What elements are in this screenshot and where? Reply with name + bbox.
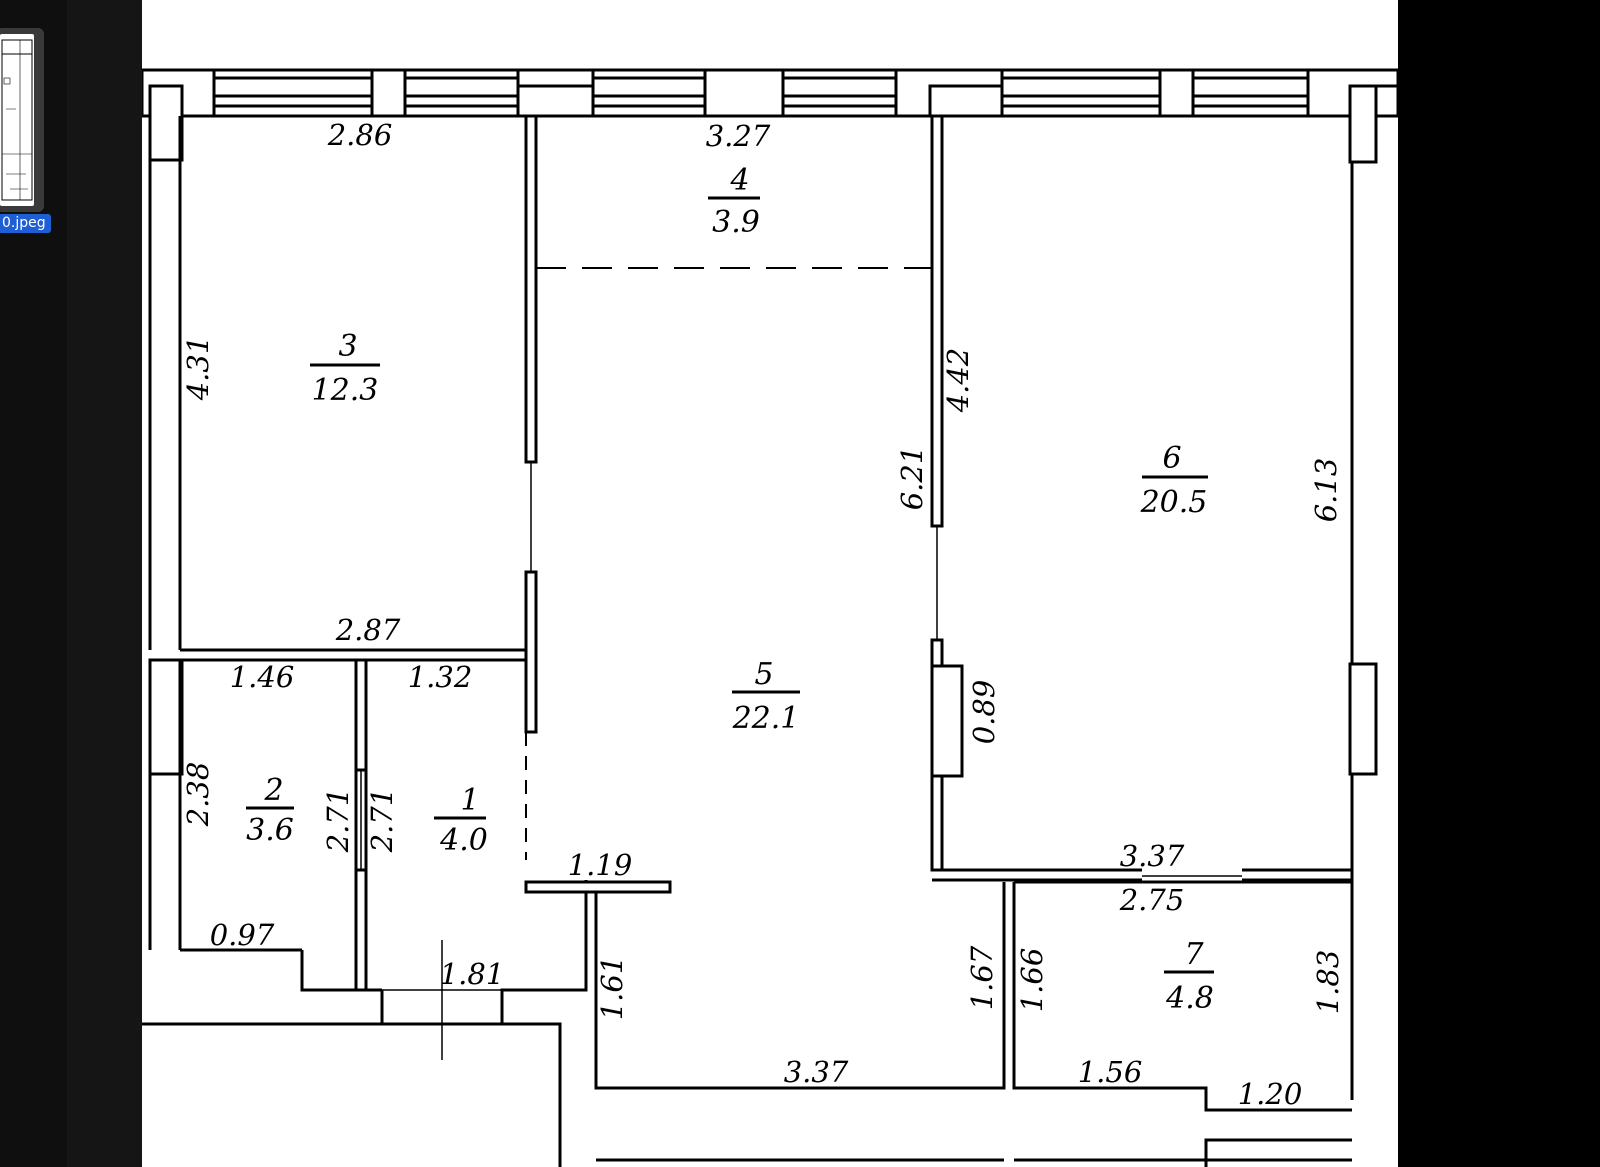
dimension-label: 1.46 <box>230 660 295 694</box>
room-number: 7 <box>1184 937 1204 972</box>
dimension-label: 1.61 <box>595 956 629 1021</box>
room-area: 3.6 <box>246 813 294 848</box>
dimension-label: 1.66 <box>1015 948 1049 1013</box>
room-label-6: 6 20.5 <box>1140 441 1208 520</box>
dimension-label: 1.56 <box>1078 1055 1143 1089</box>
dimension-label: 2.38 <box>181 762 215 828</box>
room-number: 4 <box>729 163 749 198</box>
file-thumbnail[interactable] <box>0 28 44 212</box>
room-number: 5 <box>754 657 773 692</box>
dimension-label: 2.71 <box>365 788 399 854</box>
dimension-label: 2.86 <box>327 118 393 152</box>
dimension-label: 1.32 <box>408 660 473 694</box>
room-label-2: 2 3.6 <box>246 773 294 848</box>
file-name-label[interactable]: 0.jpeg <box>0 214 51 233</box>
dimension-label: 3.37 <box>1120 839 1185 873</box>
dimension-label: 1.81 <box>440 957 505 991</box>
dimension-label: 6.13 <box>1309 458 1343 523</box>
thumbnail-image <box>0 34 34 206</box>
dimension-label: 6.21 <box>895 446 929 511</box>
room-area: 20.5 <box>1140 485 1208 520</box>
dimension-label: 2.87 <box>335 613 401 647</box>
dimension-label: 3.37 <box>784 1055 849 1089</box>
dimension-label: 2.71 <box>321 788 355 854</box>
viewer-sidebar: 0.jpeg <box>0 0 142 1167</box>
room-number: 3 <box>338 329 357 364</box>
dimension-label: 3.27 <box>706 119 771 153</box>
dimension-label: 1.19 <box>568 848 633 882</box>
dimension-label: 1.67 <box>965 945 999 1010</box>
room-number: 1 <box>460 783 479 818</box>
floorplan-drawing: 1 4.0 2 3.6 3 12.3 4 3.9 5 22.1 6 20.5 <box>142 68 1398 1167</box>
room-area: 12.3 <box>312 373 379 408</box>
sidebar-strip <box>67 0 142 1167</box>
dimension-label: 4.42 <box>941 348 975 414</box>
room-label-4: 4 3.9 <box>708 163 760 240</box>
room-area: 4.8 <box>1165 981 1214 1016</box>
room-label-5: 5 22.1 <box>732 657 800 736</box>
viewer-background <box>1398 0 1600 1167</box>
room-area: 3.9 <box>712 205 760 240</box>
dimension-label: 0.97 <box>210 918 275 952</box>
room-label-1: 1 4.0 <box>434 783 488 858</box>
room-number: 6 <box>1162 441 1181 476</box>
dimension-label: 1.83 <box>1311 950 1345 1015</box>
dimension-label: 0.89 <box>967 680 1001 745</box>
floorplan-image: 1 4.0 2 3.6 3 12.3 4 3.9 5 22.1 6 20.5 <box>142 0 1398 1167</box>
dimension-label: 4.31 <box>181 336 215 402</box>
dimension-label: 1.20 <box>1238 1077 1303 1111</box>
room-label-3: 3 12.3 <box>310 329 380 408</box>
dimension-label: 2.75 <box>1119 883 1185 917</box>
room-area: 4.0 <box>439 823 488 858</box>
room-number: 2 <box>263 773 283 808</box>
room-area: 22.1 <box>732 701 800 736</box>
room-label-7: 7 4.8 <box>1164 937 1214 1016</box>
